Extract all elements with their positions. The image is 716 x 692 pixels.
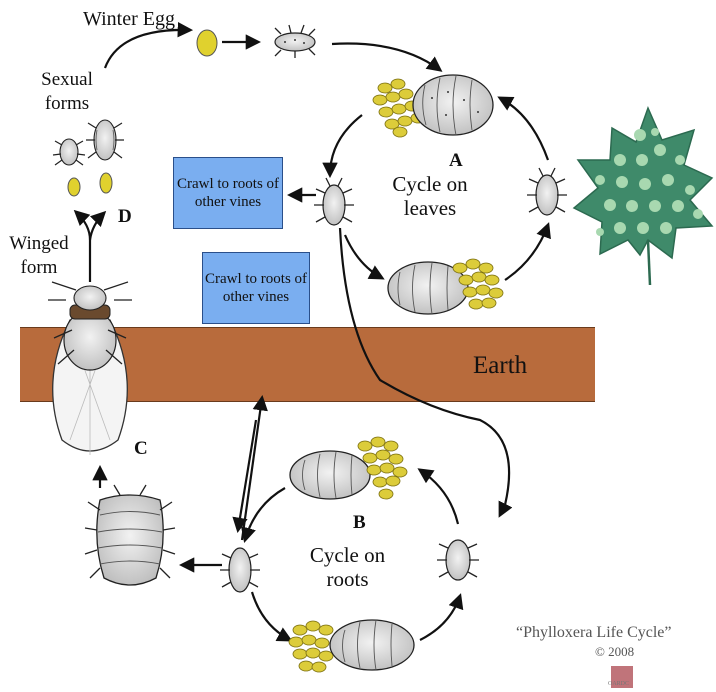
root-nymph-right-icon [437,540,479,580]
cycle-leaves-label: Cycle on leaves [375,172,485,220]
arrow-root-cycle-2 [252,592,290,640]
caption-logo-text: OARDC [608,681,629,687]
sexual-egg-1-icon [68,178,80,196]
root-crawler-icon [220,548,260,592]
arrow-leaf-cycle-4 [500,98,548,160]
arrow-leaf-cycle-3 [505,225,548,280]
arrow-leaf-cycle-2 [345,235,382,278]
winter-egg-label: Winter Egg [83,8,175,31]
nymph-c-icon [85,485,175,585]
sexual-female-icon [86,120,124,160]
arrow-root-cycle-1 [245,488,285,540]
label-c: C [134,438,148,460]
label-d: D [118,206,132,228]
crawl-box-2-text: Crawl to roots of other vines [203,270,309,306]
crawl-box-1-text: Crawl to roots of other vines [174,175,282,211]
arrow-root-cycle-4 [420,470,458,524]
arrow-winged-to-egg1 [76,212,90,282]
winged-form-label: Winged form [4,232,74,280]
winged-form-icon [48,282,132,455]
arrow-sexual-to-egg [105,30,190,68]
label-a: A [449,150,463,172]
crawl-box-2: Crawl to roots of other vines [202,252,310,324]
arrow-nymph-to-gall [332,44,440,70]
cycle-roots-label: Cycle on roots [290,543,405,591]
crawl-box-1: Crawl to roots of other vines [173,157,283,229]
leaf-nymph-right-icon [527,168,567,215]
gall-mother-bottom-icon [388,259,503,314]
arrow-earth-down-root [238,420,256,530]
arrow-winged-to-egg2 [90,213,104,240]
caption-title: “Phylloxera Life Cycle” [516,624,672,642]
sexual-forms-label: Sexual forms [27,68,107,116]
gall-mother-top-icon [373,75,493,137]
grape-leaf-icon [574,108,712,285]
root-mother-bottom-icon [289,620,414,672]
sexual-egg-2-icon [100,173,112,193]
arrow-root-cycle-3 [420,596,460,640]
sexual-male-icon [53,139,85,165]
caption-year: © 2008 [595,644,634,660]
label-b: B [353,512,366,534]
root-mother-top-icon [290,437,407,499]
winter-egg-icon [197,30,217,56]
arrow-leaf-cycle-1 [330,115,362,175]
arrow-root-up-earth [242,398,262,540]
winter-nymph-icon [275,25,315,58]
leaf-crawler-icon [314,178,354,225]
